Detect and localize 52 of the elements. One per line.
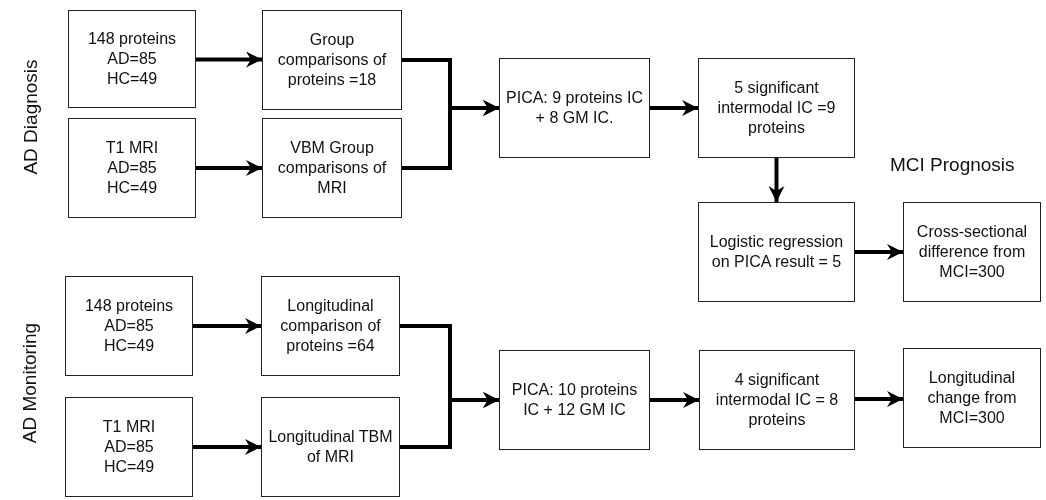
process-box (499, 350, 650, 450)
box-text: HC=49 (106, 69, 158, 89)
process-box (903, 348, 1041, 448)
process-box (65, 276, 193, 376)
box-text: HC=49 (103, 457, 155, 477)
arrow (768, 158, 785, 202)
box-text: T1 MRI (105, 138, 159, 158)
box-text: PICA: 9 proteins IC + 8 GM IC. (506, 88, 643, 128)
box-text: Longitudinal comparison of proteins =64 (279, 296, 382, 356)
box-text: AD=85 (104, 316, 154, 336)
arrow (402, 100, 499, 170)
process-box (699, 350, 855, 450)
box-text: AD=85 (107, 158, 157, 178)
box-text: AD=85 (107, 49, 157, 69)
box-text: 148 proteins (87, 29, 177, 49)
arrow (400, 392, 499, 449)
arrow (196, 51, 262, 68)
box-text: VBM Group comparisons of MRI (276, 138, 388, 198)
box-text: HC=49 (106, 178, 158, 198)
box-text: 148 proteins (84, 296, 174, 316)
box-text: Cross-sectional difference from MCI=300 (915, 222, 1029, 282)
process-box (261, 276, 400, 376)
arrow (650, 392, 699, 408)
arrow (193, 439, 261, 455)
process-box (68, 118, 196, 218)
arrow (650, 100, 698, 116)
process-box (68, 10, 196, 108)
process-box (903, 202, 1041, 302)
process-box (698, 202, 855, 302)
process-box (698, 58, 855, 158)
arrow (193, 318, 261, 334)
process-box (261, 397, 400, 497)
process-box (262, 10, 402, 110)
section-label: AD Diagnosis (19, 59, 42, 175)
box-text: Logistic regression on PICA result = 5 (708, 232, 845, 272)
box-text: 5 significant intermodal IC =9 proteins (716, 78, 837, 138)
section-label: AD Monitoring (19, 322, 42, 444)
process-box (262, 118, 402, 218)
arrow (855, 244, 903, 260)
box-text: AD=85 (104, 437, 154, 457)
process-box (65, 397, 193, 497)
box-text: Group comparisons of proteins =18 (276, 30, 388, 90)
arrow (196, 160, 262, 176)
box-text: Longitudinal change from MCI=300 (926, 368, 1018, 428)
arrow (855, 391, 903, 407)
process-box (499, 58, 650, 158)
box-text: Longitudinal TBM of MRI (268, 427, 393, 467)
box-text: HC=49 (103, 336, 155, 356)
box-text: 4 significant intermodal IC = 8 proteins (714, 370, 840, 430)
box-text: PICA: 10 proteins IC + 12 GM IC (510, 380, 639, 420)
box-text: T1 MRI (102, 417, 156, 437)
section-label: MCI Prognosis (890, 154, 1015, 176)
